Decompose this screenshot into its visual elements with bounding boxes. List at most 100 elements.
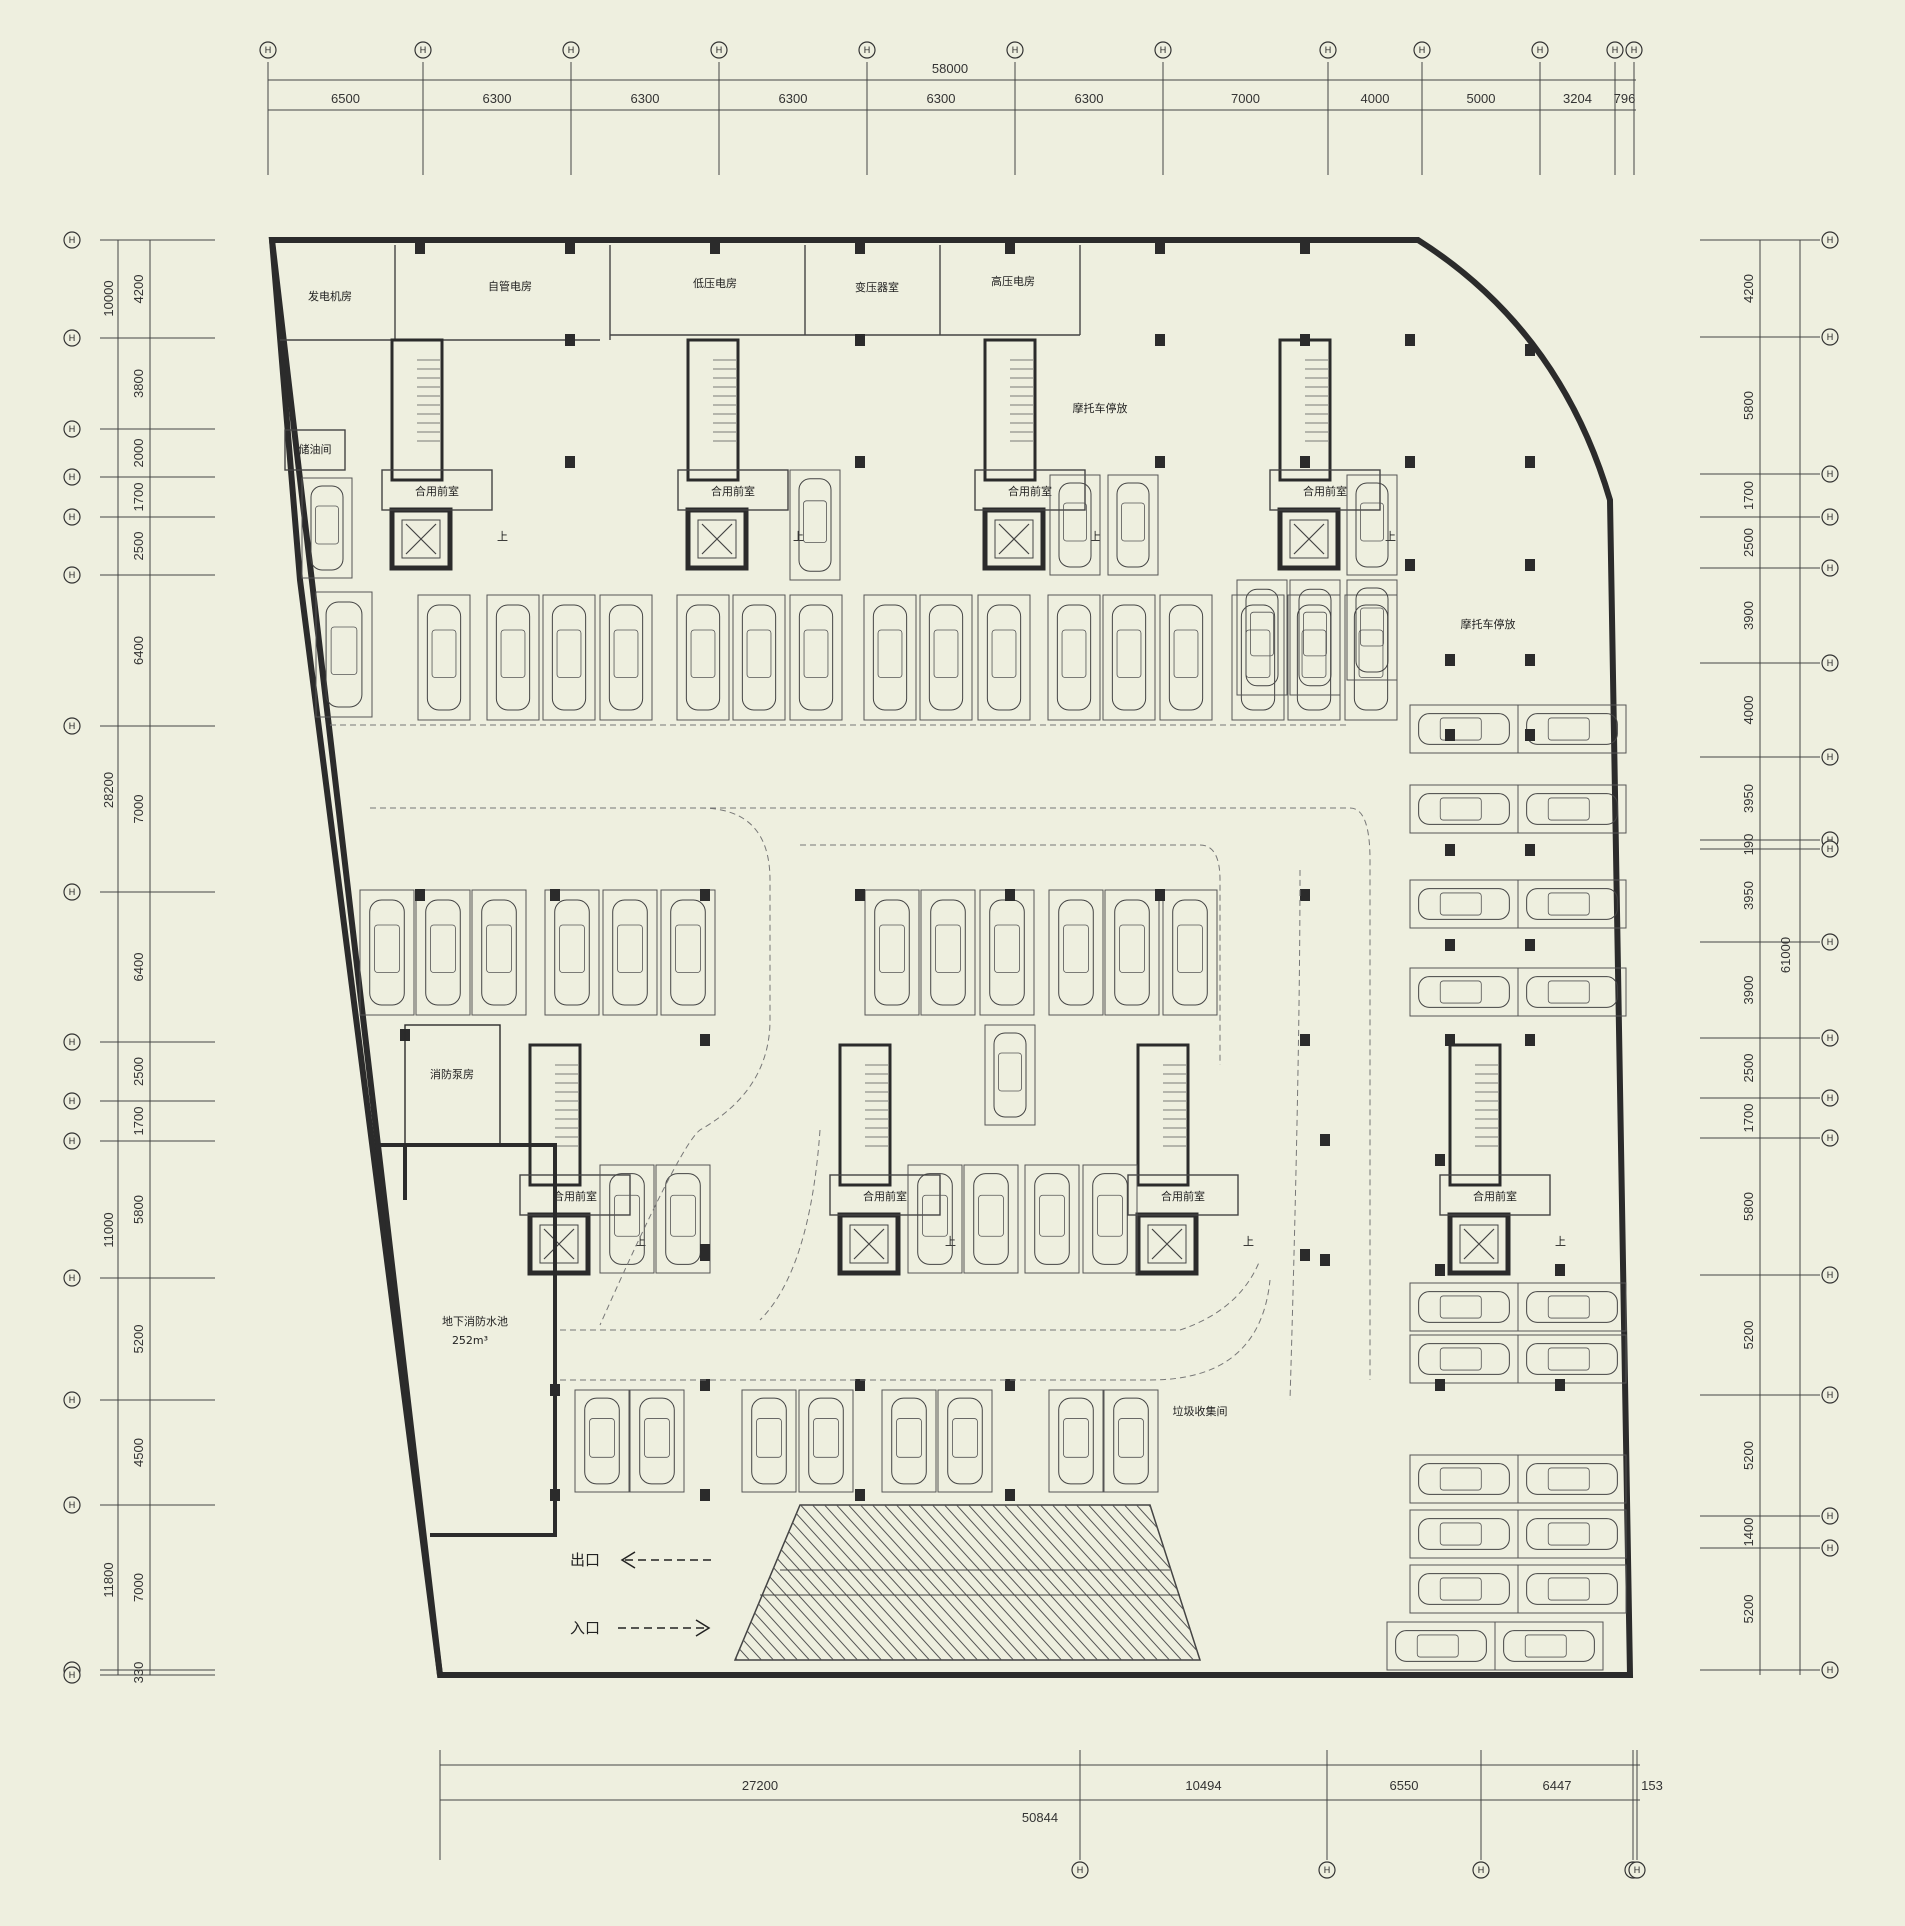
car-roof [1439,717,1482,741]
car-roof [1301,629,1327,678]
car-body [741,604,777,711]
ramp-hatch-line [520,1500,670,1665]
ramp-hatch-line [999,1505,1151,1660]
ramp-hatch-line [735,1505,827,1660]
room-lobby: 合用前室 [415,484,459,498]
stall-outline [1024,1164,1080,1274]
car-body [891,1397,927,1485]
elevator-car [1147,1224,1187,1264]
column [1445,729,1455,741]
car-body [874,899,910,1006]
axis-bubble-left-9: H [63,1092,81,1110]
column [1445,654,1455,666]
axis-bubble-right-12: H [1821,1129,1839,1147]
axis-bubble-label: H [1827,1133,1834,1143]
column [855,242,865,254]
right-inner-label: 2500 [1741,1054,1756,1083]
stall-outline [359,889,415,1016]
axis-bubble-top-10: H [1606,41,1624,59]
axis-bubble-label: H [1827,332,1834,342]
stair-up-label: 上 [497,530,508,543]
right-inner-label: 5200 [1741,1321,1756,1350]
axis-bubble-circle [1821,1539,1839,1557]
axis-bubble-circle [858,41,876,59]
car-roof [1524,1634,1567,1658]
column [1155,334,1165,346]
ramp-hatch-line [1252,1500,1402,1665]
car-roof [1547,980,1590,1004]
room-generator: 发电机房 [308,289,352,303]
parking-stall [315,591,373,718]
axis-bubble-top-4: H [858,41,876,59]
axis-bubble-right-1: H [1821,328,1839,346]
elevator-car [994,519,1034,559]
axis-bubble-circle [63,566,81,584]
axis-bubble-circle [63,1269,81,1287]
right-dimension-chain [1759,240,1801,1675]
car-roof [1119,924,1145,973]
car-roof [1245,629,1271,678]
left-inner-label: 5200 [131,1325,146,1354]
stall-outline [1517,1334,1627,1384]
axis-bubble-label: H [420,45,427,55]
car-body [584,1397,620,1485]
axis-bubble-circle [1154,41,1172,59]
ramp-hatch-line [484,1500,634,1665]
right-inner-label: 5800 [1741,391,1756,420]
car-roof [1439,1522,1482,1546]
elevator-car [697,519,737,559]
car-roof [1063,502,1087,542]
ramp-hatch-line [1023,1505,1175,1660]
stall-outline [599,594,653,721]
car-body [1116,482,1150,568]
column [415,889,425,901]
ramp-hatch-line [1204,1500,1354,1665]
axis-bubble-top-3: H [710,41,728,59]
car-roof [431,629,457,678]
room-lobby: 合用前室 [553,1189,597,1203]
ramp-hatch-line [879,1505,1031,1660]
ramp-hatch-line [1035,1505,1187,1660]
car-body [986,604,1022,711]
left-inner-labels: 4200380020001700250064007000640025001700… [131,275,146,1684]
car-roof [746,629,772,678]
parking-stall [1517,879,1627,929]
stall-outline [655,1164,711,1274]
ramp-hatch-line [580,1500,730,1665]
stall-outline [486,594,540,721]
car-roof [933,629,959,678]
ramp-hatch-line [735,1505,863,1660]
car-body [928,604,964,711]
column [700,1379,710,1391]
stall-outline [1049,474,1101,576]
stall-outline [417,594,471,721]
column [1405,456,1415,468]
axis-bubble-circle [1821,933,1839,951]
axis-bubble-circle [710,41,728,59]
right-dimension-ticks [1700,239,1820,1671]
car-body [1056,604,1092,711]
column [1405,559,1415,571]
column [1005,1489,1015,1501]
column [1525,844,1535,856]
stall-outline [1289,579,1341,696]
stall-outline [1517,704,1627,754]
bottom-segment-label: 6550 [1390,1778,1419,1793]
axis-bubble-left-10: H [63,1132,81,1150]
room-high-voltage: 高压电房 [991,274,1035,288]
ramp-hatch-line [735,1505,851,1660]
lobby-outline [1439,1174,1551,1216]
parking-stall [1047,594,1101,721]
parking-stall [963,1164,1019,1274]
car-roof [430,924,456,973]
ramp-hatch-line [1191,1505,1200,1660]
axis-bubble-label: H [1827,1665,1834,1675]
axis-bubble-circle [63,231,81,249]
ramp-hatch-line [1071,1505,1200,1660]
car-body [1245,588,1279,687]
axis-bubble-circle [1628,1861,1646,1879]
parking-stall [1231,594,1285,721]
